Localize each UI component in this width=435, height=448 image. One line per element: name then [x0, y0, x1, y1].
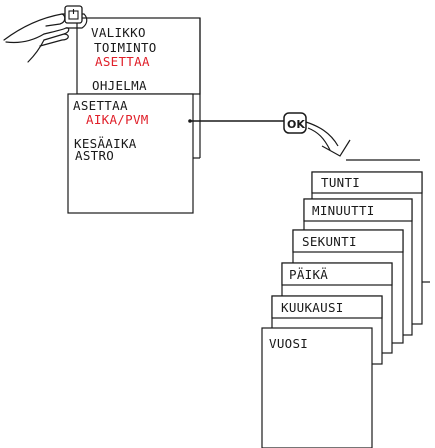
cascade-card: VUOSI	[261, 327, 373, 448]
cascade-label-minuutti[interactable]: MINUUTTI	[312, 203, 375, 218]
cascade-stack: TUNTI MINUUTTI SEKUNTI PÄIKÄ KUUKAUSI	[261, 171, 430, 448]
submenu-item-astro[interactable]: ASTRO	[75, 148, 114, 163]
submenu-item-kesaaika[interactable]: KESÄAIKA	[74, 136, 137, 151]
ok-label: OK	[287, 118, 305, 131]
cascade-label-sekunti[interactable]: SEKUNTI	[302, 234, 357, 249]
cascade-label-vuosi[interactable]: VUOSI	[269, 336, 308, 351]
curved-arrow-icon	[305, 121, 351, 157]
submenu-panel: ASETTAA AIKA/PVM KESÄAIKA ASTRO	[67, 93, 194, 214]
cascade-label-kuukausi[interactable]: KUUKAUSI	[281, 300, 344, 315]
menu-item-ohjelma[interactable]: OHJELMA	[92, 78, 147, 93]
submenu-title: ASETTAA	[73, 98, 128, 113]
main-menu-panel: VALIKKO TOIMINTO ASETTAA OHJELMA	[76, 17, 201, 159]
menu-item-toiminto[interactable]: TOIMINTO	[94, 40, 157, 55]
menu-item-valikko[interactable]: VALIKKO	[91, 25, 146, 40]
submenu-item-aika-pvm[interactable]: AIKA/PVM	[86, 112, 149, 127]
ok-button-icon[interactable]: OK	[283, 112, 307, 134]
menu-item-asettaa[interactable]: ASETTAA	[95, 54, 150, 69]
pointing-hand-icon	[3, 13, 88, 63]
menu-button-icon[interactable]	[64, 5, 83, 24]
cascade-label-tunti[interactable]: TUNTI	[321, 175, 360, 190]
cascade-label-paika[interactable]: PÄIKÄ	[289, 267, 328, 282]
